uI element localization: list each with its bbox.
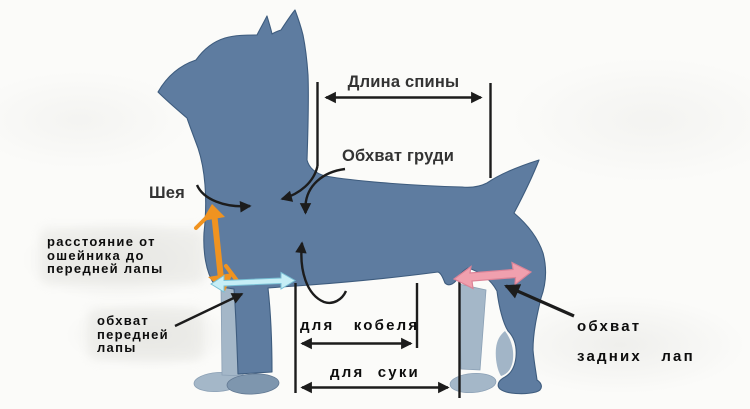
hind-paw-girth-arrow — [452, 261, 533, 290]
front-paw-line3: лапы — [97, 340, 137, 355]
label-background-patch — [88, 308, 203, 360]
front-paw-label: обхват передней лапы — [97, 314, 169, 355]
front-paw-girth-arrow — [210, 271, 296, 293]
dog-body — [157, 9, 546, 395]
chest-girth-measure — [295, 167, 348, 305]
collar-distance-label: расстояние от ошейника до передней лапы — [47, 235, 164, 276]
label-background-patch — [40, 228, 205, 284]
body-length-measures — [294, 281, 461, 398]
front-paw-pointer-arrow — [174, 292, 244, 328]
dog-silhouette — [157, 9, 546, 395]
collar-distance-line3: передней лапы — [47, 261, 164, 276]
dog-front-paw — [226, 373, 280, 395]
hind-paw-label-line1: обхват — [577, 318, 642, 335]
chest-girth-label: Обхват груди — [342, 147, 455, 165]
front-paw-line1: обхват — [97, 313, 150, 328]
back-length-label: Длина спины — [347, 73, 460, 91]
front-paw-line2: передней — [97, 326, 169, 342]
neck-measure — [195, 184, 252, 213]
collar-distance-line2: ошейника до — [47, 247, 145, 263]
hind-paw-pointer-arrow — [504, 284, 575, 318]
hind-paw-label-line2: задних лап — [577, 348, 695, 365]
collar-distance-line1: расстояние от — [47, 234, 156, 249]
female-length-label: для суки — [330, 364, 420, 381]
dog-hindleg-gap — [495, 331, 514, 376]
male-length-label: для кобеля — [300, 317, 420, 334]
back-length-measure — [280, 82, 492, 202]
neck-label: Шея — [149, 184, 185, 202]
